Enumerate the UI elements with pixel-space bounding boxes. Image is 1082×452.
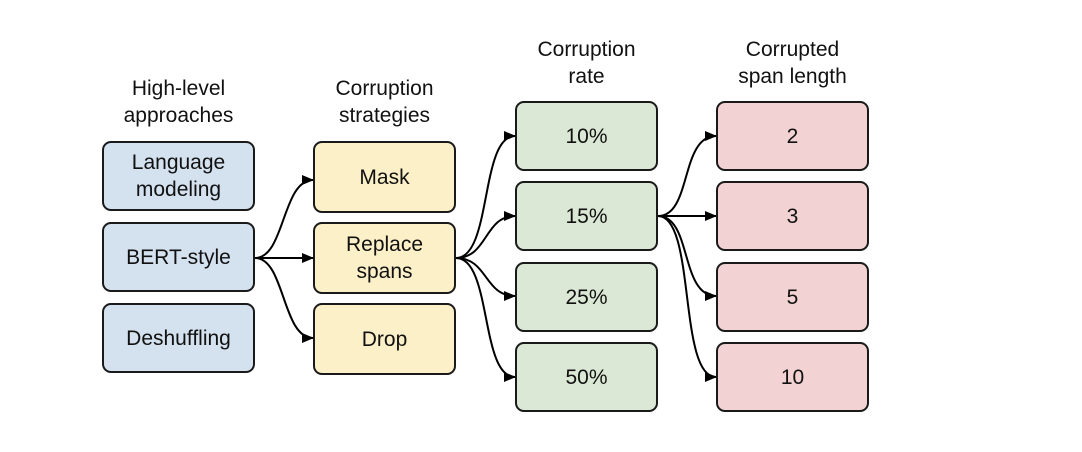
arrow-15-to-2 bbox=[657, 131, 717, 217]
length-3: 3 bbox=[716, 181, 869, 251]
length-2: 2 bbox=[716, 101, 869, 171]
arrow-bert-to-mask bbox=[254, 175, 314, 259]
arrow-15-to-10 bbox=[657, 215, 717, 382]
strategy-mask: Mask bbox=[313, 141, 456, 213]
rate-50: 50% bbox=[515, 342, 658, 412]
arrow-bert-to-drop bbox=[254, 257, 314, 343]
length-5: 5 bbox=[716, 262, 869, 332]
approach-bert-style: BERT-style bbox=[102, 222, 255, 292]
arrow-15-to-5 bbox=[657, 215, 717, 301]
length-10: 10 bbox=[716, 342, 869, 412]
arrow-replace-to-50 bbox=[455, 257, 516, 382]
rate-10: 10% bbox=[515, 101, 658, 171]
rates-title: Corruption rate bbox=[537, 38, 636, 88]
arrow-replace-to-15 bbox=[455, 211, 516, 259]
approaches-title: High-level approaches bbox=[123, 77, 234, 127]
arrow-replace-to-25 bbox=[455, 257, 516, 301]
rate-25: 25% bbox=[515, 262, 658, 332]
rate-15: 15% bbox=[515, 181, 658, 251]
arrow-replace-to-10 bbox=[455, 131, 516, 259]
strategy-replace-spans: Replace spans bbox=[313, 222, 456, 294]
strategies-title: Corruption strategies bbox=[335, 77, 434, 127]
approach-deshuffling: Deshuffling bbox=[102, 303, 255, 373]
strategy-drop: Drop bbox=[313, 303, 456, 375]
lengths-title: Corrupted span length bbox=[738, 38, 847, 88]
approach-language-modeling: Language modeling bbox=[102, 141, 255, 211]
